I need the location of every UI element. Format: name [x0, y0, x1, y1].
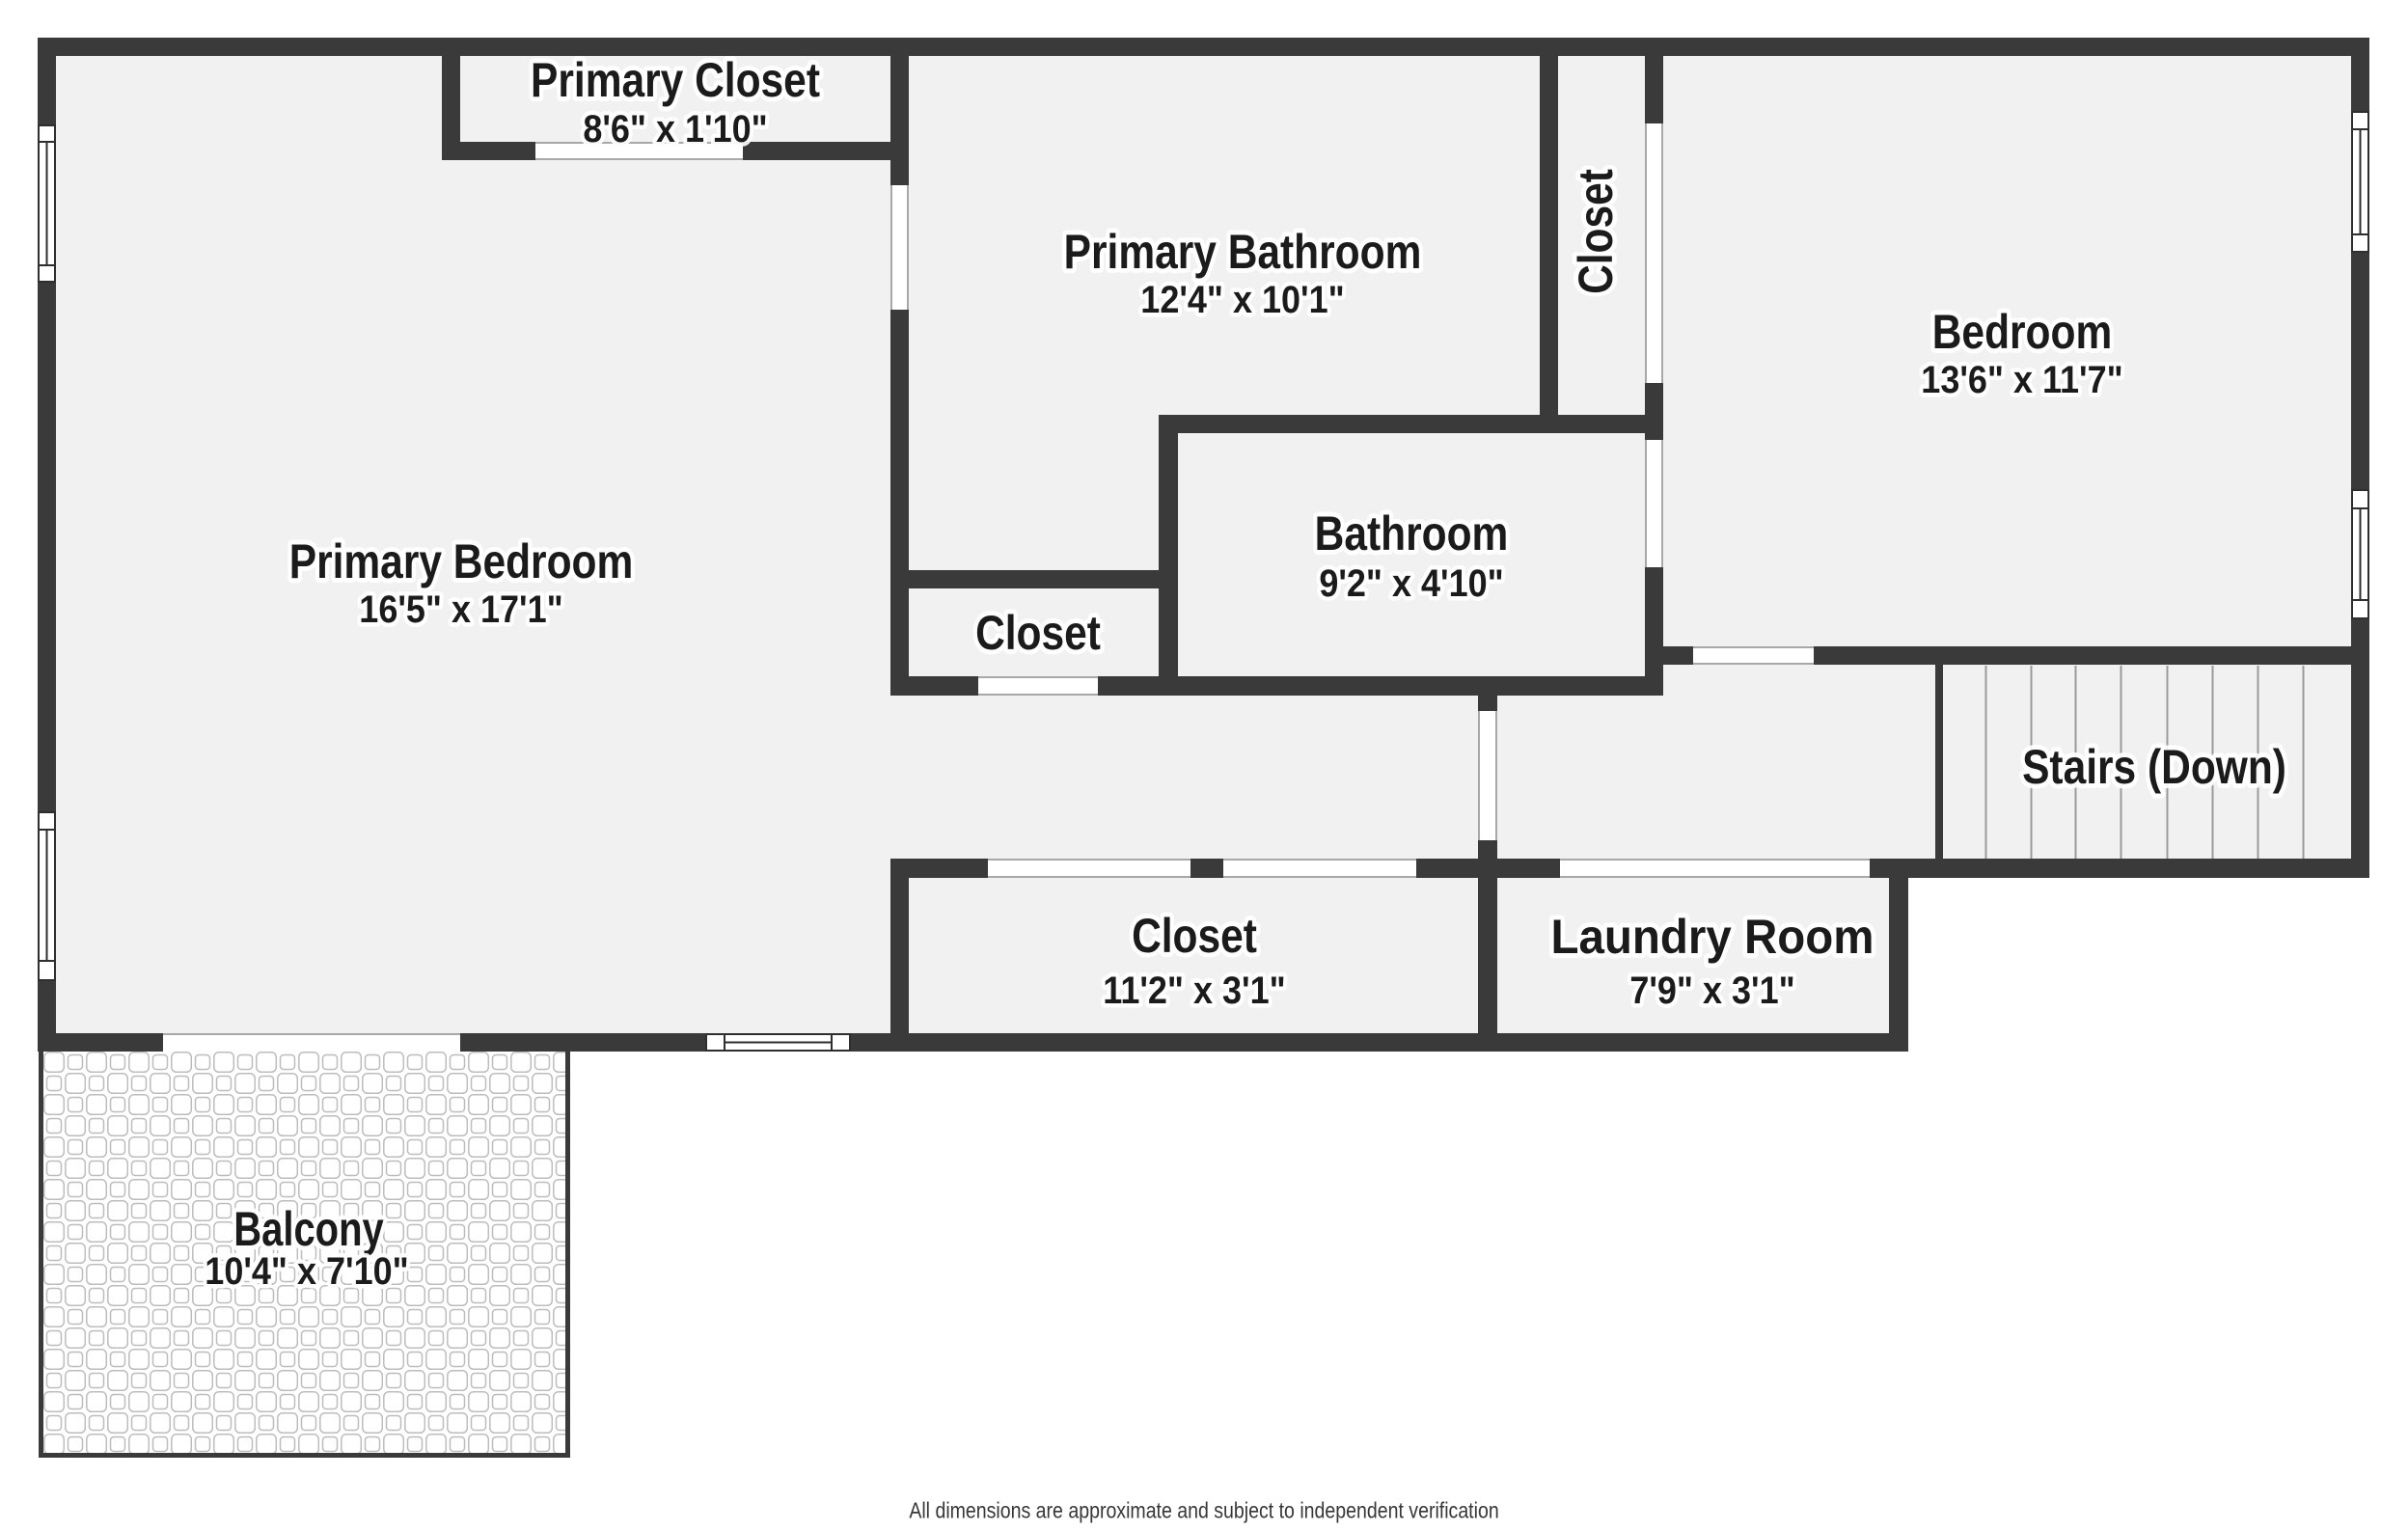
svg-text:Bedroom: Bedroom: [1932, 305, 2113, 359]
svg-text:Laundry Room: Laundry Room: [1550, 911, 1874, 964]
svg-text:Balcony: Balcony: [233, 1202, 384, 1256]
svg-text:Closet: Closet: [975, 606, 1101, 660]
svg-text:11'2" x 3'1": 11'2" x 3'1": [1103, 970, 1285, 1012]
svg-text:9'2" x 4'10": 9'2" x 4'10": [1319, 562, 1503, 605]
svg-text:Primary Bedroom: Primary Bedroom: [289, 534, 634, 588]
svg-text:16'5" x 17'1": 16'5" x 17'1": [359, 588, 562, 631]
svg-text:13'6" x 11'7": 13'6" x 11'7": [1921, 359, 2122, 401]
svg-text:Stairs (Down): Stairs (Down): [2022, 740, 2286, 794]
svg-text:Bathroom: Bathroom: [1315, 506, 1509, 560]
svg-text:8'6" x 1'10": 8'6" x 1'10": [583, 108, 767, 150]
svg-text:Closet: Closet: [1569, 169, 1623, 294]
svg-text:All dimensions are approximate: All dimensions are approximate and subje…: [909, 1498, 1498, 1523]
svg-text:7'9" x 3'1": 7'9" x 3'1": [1629, 970, 1794, 1012]
svg-text:Primary Bathroom: Primary Bathroom: [1064, 225, 1422, 279]
svg-text:Closet: Closet: [1132, 909, 1257, 963]
svg-text:Primary Closet: Primary Closet: [531, 53, 820, 107]
svg-text:12'4" x 10'1": 12'4" x 10'1": [1140, 279, 1344, 321]
svg-text:10'4" x 7'10": 10'4" x 7'10": [205, 1250, 408, 1293]
